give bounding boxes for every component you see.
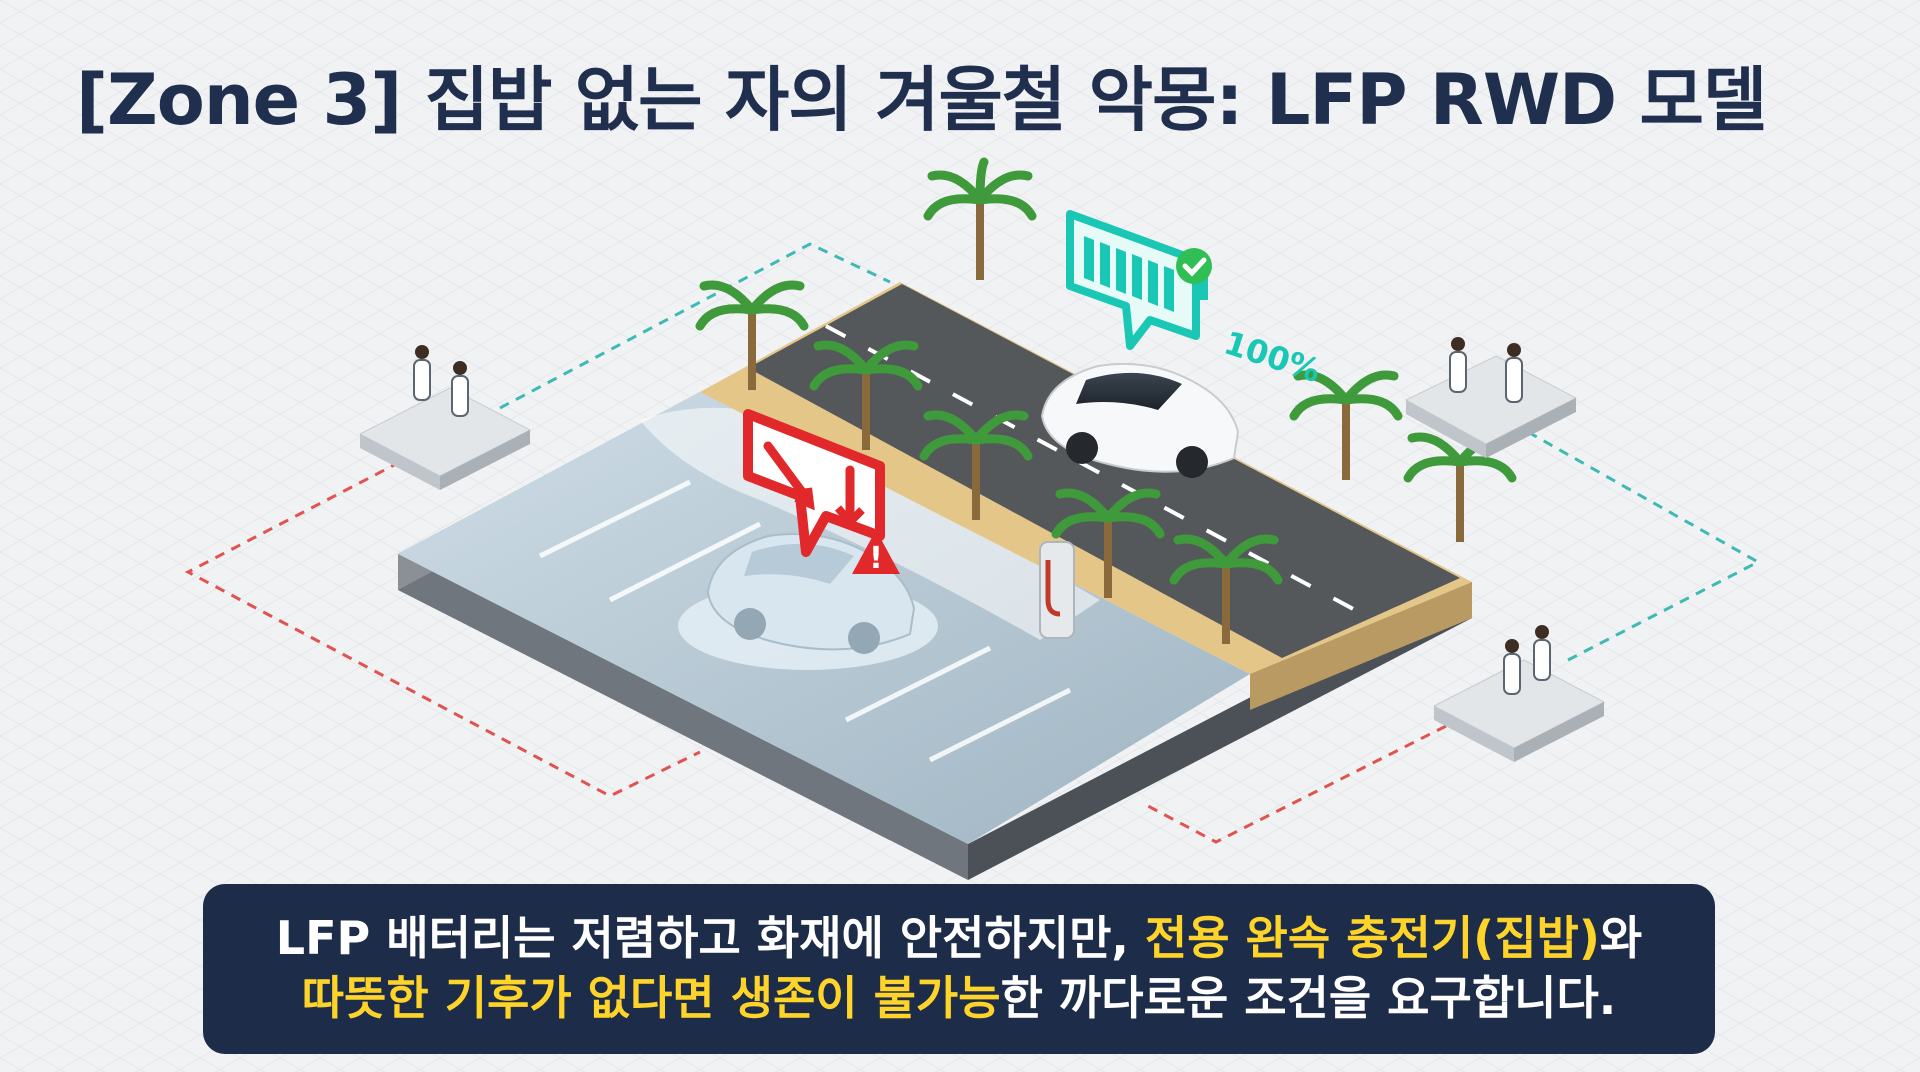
researcher-platform-left	[358, 345, 532, 490]
caption-text: 와	[1599, 911, 1643, 965]
caption-line-2: 따뜻한 기후가 없다면 생존이 불가능한 까다로운 조건을 요구합니다.	[233, 968, 1685, 1028]
caption-box: LFP 배터리는 저렴하고 화재에 안전하지만, 전용 완속 충전기(집밥)와 …	[203, 884, 1715, 1054]
white-ev-car	[1040, 362, 1240, 478]
palm-trees	[695, 157, 1517, 644]
caption-highlight: 따뜻한 기후가 없다면 생존이 불가능	[301, 971, 1001, 1025]
caption-highlight: 전용 완속 충전기(집밥)	[1144, 911, 1600, 965]
svg-text:!: !	[869, 541, 883, 576]
page-title: [Zone 3] 집밥 없는 자의 겨울철 악몽: LFP RWD 모델	[76, 59, 1767, 141]
charger-post	[1039, 541, 1075, 639]
full-battery-check-icon	[1066, 210, 1212, 350]
researcher-platform-bottom-right	[1432, 625, 1606, 762]
battery-level-label: 100%	[1220, 323, 1326, 390]
caption-text: 한 까다로운 조건을 요구합니다.	[1000, 971, 1617, 1025]
battery-drain-warning-icon: !	[743, 409, 900, 576]
caption-text: LFP 배터리는 저렴하고 화재에 안전하지만,	[275, 911, 1145, 965]
red-dashed-connectors	[184, 460, 1463, 844]
caption-line-1: LFP 배터리는 저렴하고 화재에 안전하지만, 전용 완속 충전기(집밥)와	[233, 908, 1685, 968]
teal-dashed-connectors	[499, 242, 1762, 662]
researcher-platform-top-right	[1404, 337, 1578, 458]
